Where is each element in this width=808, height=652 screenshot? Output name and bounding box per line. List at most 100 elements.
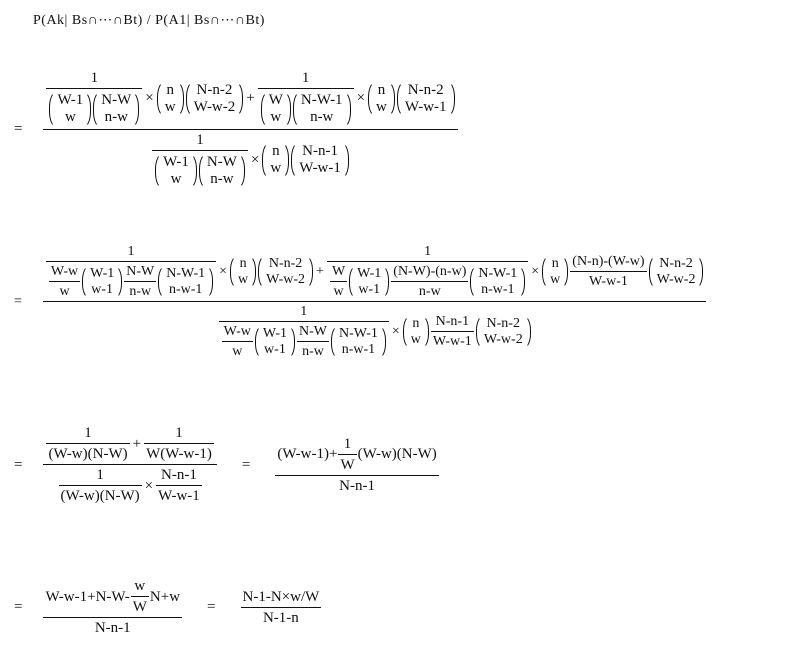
- math-row: w: [232, 344, 242, 360]
- math-row: N-1-n: [263, 610, 299, 627]
- binomial-upper: N-W-1: [166, 265, 206, 281]
- binomial-lower: w: [164, 98, 176, 115]
- binomial-lower: W-w-1: [299, 160, 341, 177]
- numerator: 1: [342, 436, 354, 454]
- binomial-lower: w-1: [91, 282, 114, 297]
- math-row: 1: [300, 304, 307, 320]
- numerator: W-w: [49, 264, 80, 281]
- operator: ×: [219, 264, 228, 279]
- numerator: w: [132, 578, 147, 596]
- equals-sign: =: [241, 456, 251, 473]
- denominator: W(W-w-1): [144, 443, 214, 463]
- binomial-lower: w-1: [358, 282, 381, 297]
- binomial-upper: W: [268, 92, 283, 108]
- denominator: n-w: [297, 341, 329, 360]
- binomial-upper: n: [239, 255, 247, 271]
- math-text: 1: [175, 425, 183, 441]
- numerator: N-W: [124, 264, 156, 281]
- denominator: N-n-1: [43, 617, 183, 637]
- math-row: 1: [96, 467, 104, 484]
- math-text: 1: [301, 70, 310, 86]
- binomial-lower: w-1: [264, 342, 286, 357]
- binomial-upper: n: [166, 81, 174, 98]
- math-text: w: [232, 344, 243, 359]
- equals-sign: =: [14, 456, 23, 473]
- binomial-upper: W-1: [262, 325, 287, 341]
- numerator: 1: [82, 425, 94, 443]
- math-text: W: [331, 264, 346, 279]
- math-row: N-n-1: [161, 467, 197, 484]
- math-row: W-w: [51, 264, 78, 280]
- math-text: N-n-1: [339, 477, 375, 494]
- denominator: N-n-1: [275, 474, 439, 495]
- math-text: N-n-1: [161, 467, 197, 483]
- binomial-upper: n: [272, 143, 280, 159]
- math-row: W: [340, 457, 354, 474]
- math-row: W-w-1: [433, 334, 472, 350]
- binomial-upper: n: [551, 255, 559, 271]
- numerator: W-w: [222, 324, 253, 341]
- math-text: w: [333, 284, 344, 299]
- operator: ×: [250, 151, 260, 168]
- binomial-lower: W-w-2: [656, 272, 696, 287]
- math-row: W-w-1: [589, 274, 628, 290]
- math-text: (W-w-1)+: [277, 446, 338, 462]
- math-text: n-w: [129, 284, 152, 299]
- numerator: (N-n)-(W-w): [570, 254, 646, 271]
- math-text: 1: [300, 304, 308, 319]
- binomial-upper: N-n-2: [407, 81, 444, 98]
- fraction: 1(W-w)(N-W): [58, 467, 142, 505]
- binomial-lower: n-w-1: [341, 342, 376, 357]
- denominator: W-w-1: [156, 485, 202, 505]
- fraction: (N-n)-(W-w) W-w-1: [570, 254, 647, 290]
- math-row: 1: [344, 436, 352, 453]
- math-row: N-n-1: [95, 620, 131, 637]
- math-text: N-n-1: [94, 620, 131, 636]
- math-text: W-w-1+N-W-: [45, 588, 130, 605]
- binomial-lower: n-w-1: [168, 282, 203, 297]
- binomial-lower: w: [376, 98, 387, 115]
- math-text: 1: [127, 244, 135, 259]
- math-row: 1: [302, 70, 310, 87]
- operator: +: [316, 264, 324, 279]
- fraction: (N-W)-(n-w)n-w: [391, 264, 469, 300]
- math-text: (N-W)-(n-w): [393, 264, 467, 279]
- binomial-lower: W-w-1: [404, 98, 447, 115]
- math-text: W-w-1: [158, 488, 200, 504]
- math-text: W-w: [223, 324, 251, 339]
- math-row: 1: [175, 425, 183, 442]
- numerator: 1: [298, 304, 309, 321]
- binomial-upper: n: [412, 315, 420, 331]
- binomial-lower: n-w: [104, 109, 128, 126]
- operator: ×: [356, 90, 366, 107]
- binomial-lower: W-w-2: [483, 332, 523, 347]
- math-text: 1: [96, 467, 104, 483]
- math-text: N+w: [149, 588, 181, 605]
- denominator: W-w-1: [430, 331, 474, 350]
- math-row: W: [133, 599, 147, 616]
- denominator: w: [221, 341, 253, 360]
- operator: ×: [144, 477, 154, 494]
